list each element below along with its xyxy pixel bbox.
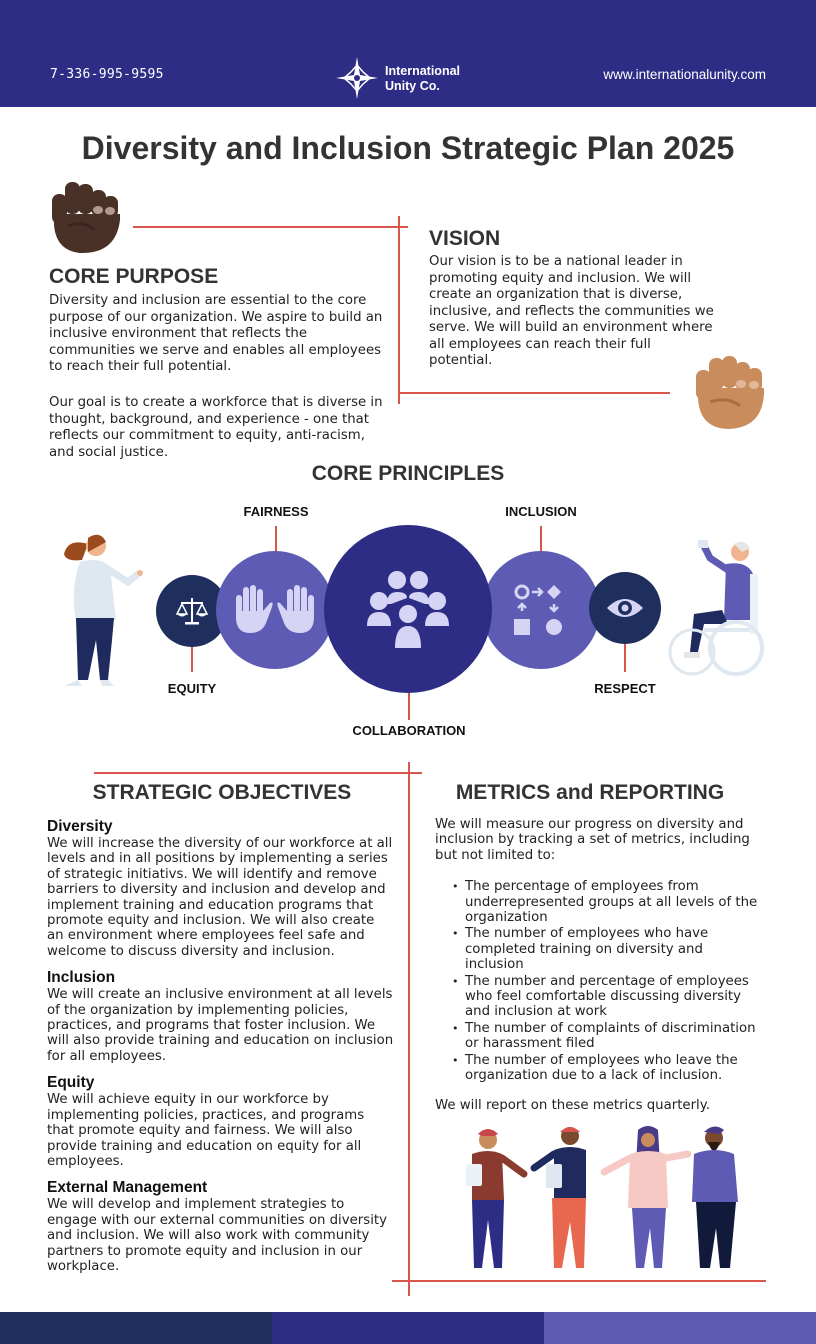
metrics-bullet: The percentage of employees from underre… xyxy=(435,879,765,925)
principle-circle-fairness xyxy=(216,551,334,669)
header-bar: 7-336-995-9595 International Unity Co. w… xyxy=(0,0,816,107)
metrics-bullet-list: The percentage of employees from underre… xyxy=(435,879,765,1083)
principle-connector xyxy=(408,692,410,720)
phone-number: 7-336-995-9595 xyxy=(50,67,164,82)
divider-line xyxy=(133,226,408,228)
raised-hands-icon xyxy=(236,585,314,633)
objective-title: Equity xyxy=(47,1074,95,1092)
principle-connector xyxy=(191,644,193,672)
group-icon xyxy=(367,571,449,648)
principle-connector xyxy=(275,526,277,556)
compass-star-logo-icon xyxy=(336,57,378,99)
person-in-wheelchair-illustration xyxy=(668,540,764,676)
core-purpose-paragraph-2: Our goal is to create a workforce that i… xyxy=(49,395,383,460)
principle-label-equity: EQUITY xyxy=(167,681,217,696)
core-purpose-paragraph-1: Diversity and inclusion are essential to… xyxy=(49,293,383,374)
shapes-icon xyxy=(514,584,562,635)
objective-text: We will develop and implement strategies… xyxy=(47,1197,387,1274)
principle-circle-inclusion xyxy=(482,551,600,669)
objective-text: We will achieve equity in our workforce … xyxy=(47,1092,365,1169)
strategic-objectives-list: Diversity We will increase the diversity… xyxy=(47,818,395,1274)
divider-line xyxy=(408,762,410,1296)
metrics-bullet: The number of complaints of discriminati… xyxy=(435,1021,765,1052)
vision-heading: VISION xyxy=(429,227,501,250)
eye-icon xyxy=(607,599,643,617)
metrics-closing: We will report on these metrics quarterl… xyxy=(435,1097,710,1113)
metrics-bullet: The number of employees who leave the or… xyxy=(435,1053,765,1084)
metrics-intro: We will measure our progress on diversit… xyxy=(435,817,750,863)
principle-label-respect: RESPECT xyxy=(594,681,656,696)
principle-circle-respect xyxy=(589,572,661,644)
core-purpose-heading: CORE PURPOSE xyxy=(49,265,219,288)
divider-line xyxy=(398,216,400,404)
metrics-bullet: The number of employees who have complet… xyxy=(435,926,765,972)
woman-gesturing-illustration xyxy=(64,534,143,686)
vision-paragraph: Our vision is to be a national leader in… xyxy=(429,254,714,368)
objective-title: External Management xyxy=(47,1179,208,1197)
principle-label-inclusion: INCLUSION xyxy=(505,504,577,519)
website-link[interactable]: www.internationalunity.com xyxy=(603,67,766,82)
diverse-group-illustration xyxy=(466,1126,738,1268)
principle-label-collaboration: COLLABORATION xyxy=(352,723,466,738)
metrics-heading: METRICS and REPORTING xyxy=(455,781,725,804)
footer-bar-indigo xyxy=(272,1312,544,1344)
principle-connector xyxy=(624,644,626,672)
footer-bar-violet xyxy=(544,1312,816,1344)
objective-text: We will increase the diversity of our wo… xyxy=(47,836,393,959)
divider-line xyxy=(398,392,670,394)
objective-title: Diversity xyxy=(47,818,113,835)
page-title: Diversity and Inclusion Strategic Plan 2… xyxy=(81,130,735,166)
divider-line xyxy=(94,772,422,774)
metrics-bullet: The number and percentage of employees w… xyxy=(435,974,765,1020)
strategic-objectives-heading: STRATEGIC OBJECTIVES xyxy=(92,781,352,804)
principle-label-fairness: FAIRNESS xyxy=(243,504,309,519)
footer-bar-navy xyxy=(0,1312,272,1344)
objective-title: Inclusion xyxy=(47,969,116,987)
company-name-line1: International xyxy=(385,64,461,78)
core-principles-heading: CORE PRINCIPLES xyxy=(311,462,505,485)
company-name: International Unity Co. xyxy=(385,64,460,94)
principle-circle-collaboration xyxy=(324,525,492,693)
company-name-line2: Unity Co. xyxy=(385,79,440,93)
divider-line xyxy=(392,1280,766,1282)
metrics-body: We will measure our progress on diversit… xyxy=(435,817,765,1113)
principle-connector xyxy=(540,526,542,556)
raised-fist-dark-icon xyxy=(52,182,120,254)
objective-text: We will create an inclusive environment … xyxy=(47,987,394,1064)
raised-fist-light-icon xyxy=(696,356,764,429)
scales-icon xyxy=(175,598,209,625)
